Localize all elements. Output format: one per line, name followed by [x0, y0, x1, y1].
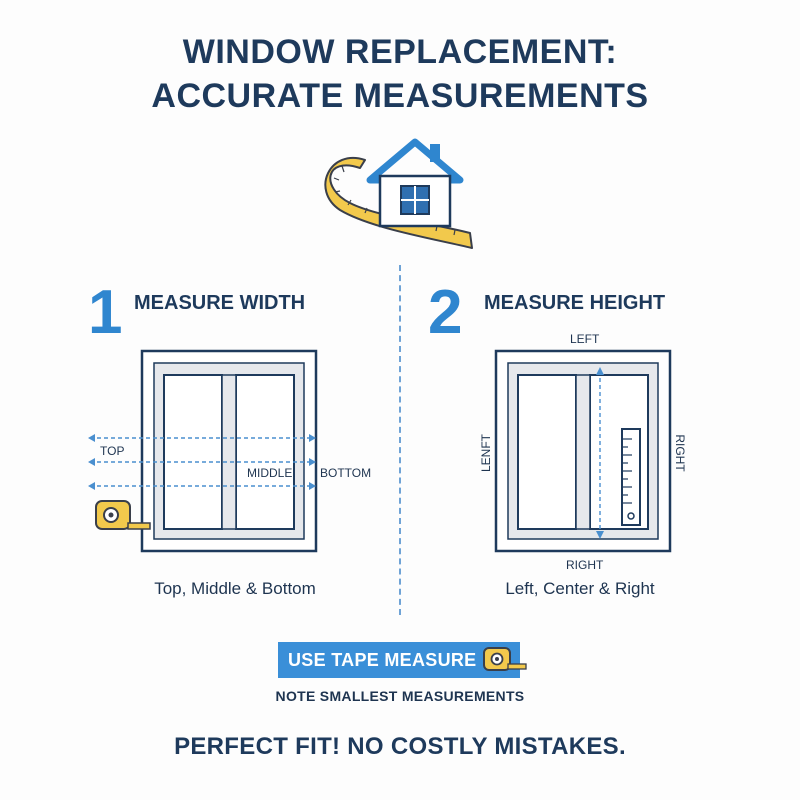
step-2-caption: Left, Center & Right: [505, 579, 655, 598]
section-divider: [399, 265, 401, 615]
note-text: NOTE SMALLEST MEASUREMENTS: [275, 688, 525, 704]
label-right-bottom: RIGHT: [566, 558, 604, 572]
page-title-line-1: WINDOW REPLACEMENT:: [182, 33, 618, 71]
step-1-caption: Top, Middle & Bottom: [154, 579, 316, 598]
width-arrows: [90, 437, 314, 487]
label-middle: MIDDLE: [247, 466, 293, 480]
step-2-number: 2: [428, 278, 463, 347]
label-left-top: LEFT: [570, 332, 600, 346]
house-tape-icon: [324, 138, 473, 249]
page-title-line-2: ACCURATE MEASUREMENTS: [151, 77, 649, 115]
tape-measure-icon: [483, 647, 527, 671]
footer-tagline: PERFECT FIT! NO COSTLY MISTAKES.: [174, 733, 626, 760]
step-1-number: 1: [88, 278, 123, 347]
label-top: TOP: [100, 444, 125, 458]
step-2-title: MEASURE HEIGHT: [484, 292, 666, 314]
label-left-side: LENFT: [479, 434, 493, 473]
height-window-diagram: [494, 349, 672, 553]
house-icon: [366, 138, 464, 228]
label-right-side: RIGHT: [673, 434, 687, 472]
ruler-icon: [621, 428, 641, 526]
step-1-title: MEASURE WIDTH: [134, 292, 306, 314]
use-tape-measure-banner: USE TAPE MEASURE: [278, 642, 527, 678]
label-bottom: BOTTOM: [320, 466, 372, 480]
cta-label: USE TAPE MEASURE: [288, 649, 477, 670]
tape-measure-icon: [95, 500, 151, 530]
width-window-diagram: [88, 349, 318, 553]
